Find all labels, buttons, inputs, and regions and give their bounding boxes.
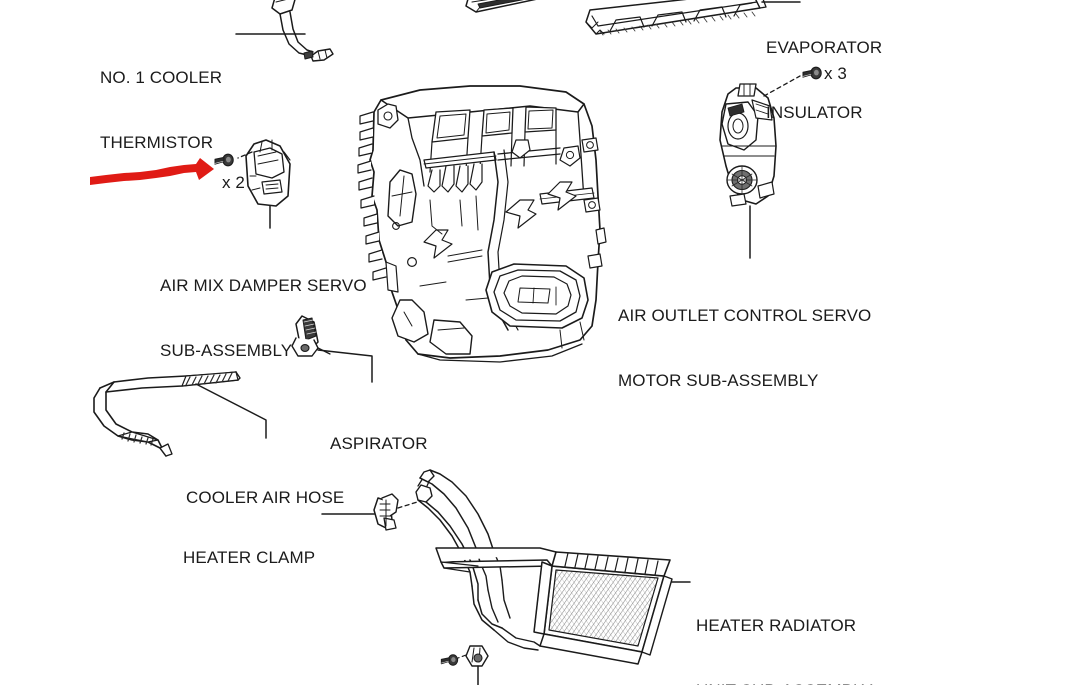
part-heater-clamp — [321, 493, 431, 531]
label-heater-radiator-unit-line1: HEATER RADIATOR — [696, 616, 857, 635]
label-cooler-air-hose-line1: COOLER AIR HOSE — [186, 488, 345, 507]
label-cooler-thermistor-line2: THERMISTOR — [100, 132, 214, 152]
bolt-icon-bottom — [440, 654, 459, 666]
part-air-conditioning-unit-housing — [357, 85, 607, 363]
red-arrow-annotation — [90, 158, 214, 185]
label-cooler-thermistor-line1: NO. 1 COOLER — [100, 68, 223, 87]
label-aspirator-line1: ASPIRATOR — [330, 434, 428, 453]
label-evaporator-insulator-line2: INSULATOR — [766, 102, 863, 122]
label-evaporator-insulator-line1: EVAPORATOR — [766, 38, 883, 57]
label-bolt-qty-x2: x 2 — [222, 173, 245, 192]
part-aspirator — [291, 315, 373, 383]
label-heater-clamp: HEATER CLAMP — [183, 504, 315, 612]
label-heater-radiator-unit: HEATER RADIATOR UNIT SUB-ASSEMBLY — [696, 572, 873, 685]
part-air-outlet-control-servo-motor — [719, 75, 801, 259]
label-air-mix-damper-servo: AIR MIX DAMPER SERVO SUB-ASSEMBLY — [160, 232, 367, 404]
label-heater-radiator-unit-line2: UNIT SUB-ASSEMBLY — [696, 680, 873, 685]
label-heater-clamp-line1: HEATER CLAMP — [183, 548, 316, 567]
part-heater-radiator-unit — [415, 469, 691, 665]
label-air-outlet-control-servo: AIR OUTLET CONTROL SERVO MOTOR SUB-ASSEM… — [618, 262, 871, 434]
part-cooler-air-hose — [93, 371, 267, 457]
part-bottom-clamp — [457, 645, 489, 685]
label-air-outlet-control-servo-line1: AIR OUTLET CONTROL SERVO — [618, 306, 872, 325]
label-bolt-qty-x3: x 3 — [824, 64, 847, 83]
part-air-mix-damper-servo — [237, 139, 291, 229]
label-aspirator: ASPIRATOR — [330, 390, 428, 498]
label-evaporator-insulator: EVAPORATOR INSULATOR — [766, 0, 882, 166]
label-cooler-air-hose: COOLER AIR HOSE — [186, 444, 344, 552]
part-top-bracket — [465, 0, 537, 13]
label-air-mix-damper-servo-line1: AIR MIX DAMPER SERVO — [160, 276, 367, 295]
label-air-mix-damper-servo-line2: SUB-ASSEMBLY — [160, 340, 293, 360]
label-cooler-thermistor: NO. 1 COOLER THERMISTOR — [100, 24, 222, 196]
label-air-outlet-control-servo-line2: MOTOR SUB-ASSEMBLY — [618, 370, 819, 390]
part-evaporator-insulator — [585, 0, 801, 36]
part-cooler-thermistor — [235, 0, 334, 62]
